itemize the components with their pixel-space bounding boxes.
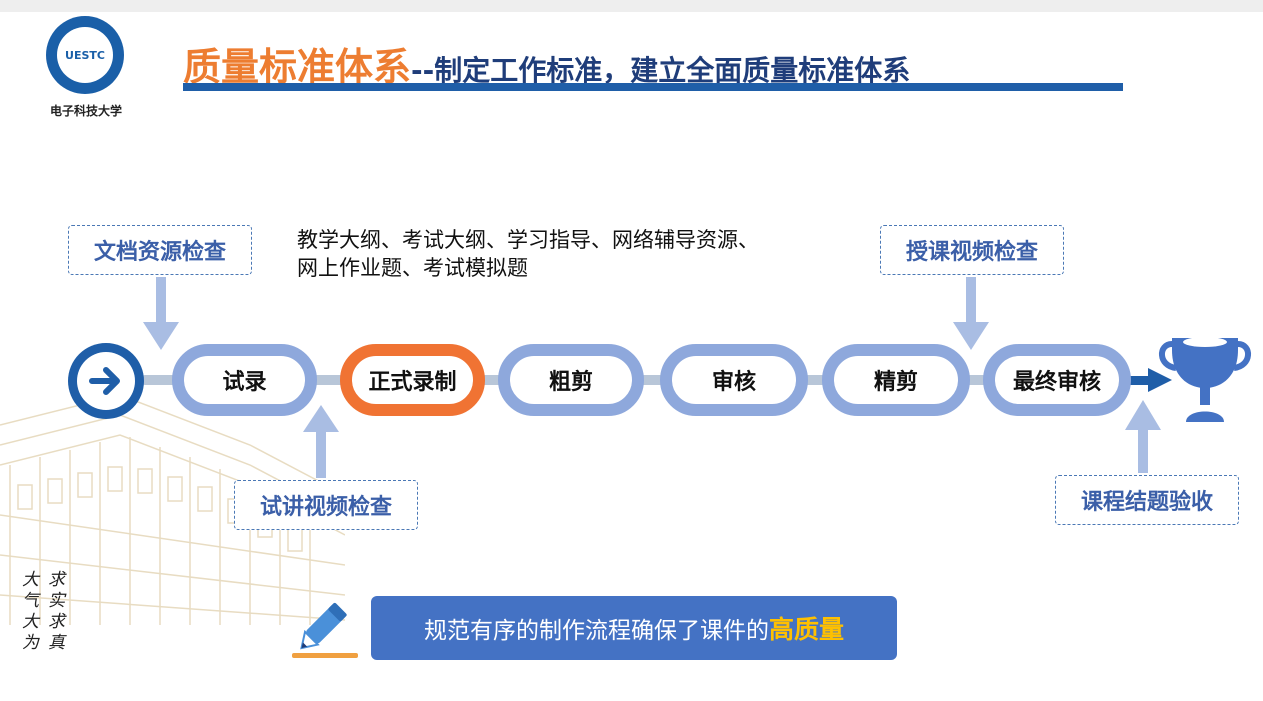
materials-note: 教学大纲、考试大纲、学习指导、网络辅导资源、 网上作业题、考试模拟题 [297, 226, 857, 282]
arrow-shaft-doc [156, 277, 166, 325]
arrow-shaft-trial [316, 428, 326, 478]
top-strip [0, 0, 1263, 12]
start-node [68, 343, 144, 419]
materials-note-line1: 教学大纲、考试大纲、学习指导、网络辅导资源、 [297, 228, 759, 252]
chain-connector [795, 375, 835, 385]
arrow-head-trophy [1148, 368, 1172, 392]
arrow-head-lecture [953, 322, 989, 350]
conclusion-highlight: 高质量 [768, 615, 844, 644]
chain-connector [305, 375, 351, 385]
arrow-shaft-acceptance [1138, 425, 1148, 473]
calligraphy-col1: 大气大为 [22, 570, 39, 653]
step-rough-cut: 粗剪 [498, 344, 644, 416]
calligraphy-col2: 求实求真 [48, 570, 65, 653]
step-final-review: 最终审核 [983, 344, 1131, 416]
page-title: 质量标准体系--制定工作标准，建立全面质量标准体系 [183, 36, 910, 91]
logo-emblem-text: UESTC [57, 27, 113, 83]
university-logo: UESTC 电子科技大学 [40, 16, 130, 126]
arrow-shaft-trophy [1120, 376, 1150, 385]
callout-trial-video-check: 试讲视频检查 [234, 480, 418, 530]
title-main: 质量标准体系 [183, 45, 412, 89]
chain-connector [633, 375, 673, 385]
chain-connector [140, 375, 180, 385]
step-trial-recording: 试录 [172, 344, 317, 416]
callout-doc-check: 文档资源检查 [68, 225, 252, 275]
chain-connector [473, 375, 511, 385]
title-underline [183, 83, 1123, 91]
callout-acceptance: 课程结题验收 [1055, 475, 1239, 525]
step-fine-cut: 精剪 [822, 344, 970, 416]
arrow-right-icon [89, 367, 120, 395]
arrow-shaft-lecture [966, 277, 976, 325]
calligraphy-motto: 大气大为 求实求真 [22, 570, 78, 654]
chain-connector [958, 375, 996, 385]
arrow-head-trial [303, 405, 339, 432]
arrow-head-acceptance [1125, 400, 1161, 430]
materials-note-line2: 网上作业题、考试模拟题 [297, 256, 528, 280]
callout-lecture-video-check: 授课视频检查 [880, 225, 1064, 275]
conclusion-banner: 规范有序的制作流程确保了课件的高质量 [371, 596, 897, 660]
title-sub: --制定工作标准，建立全面质量标准体系 [411, 54, 911, 87]
conclusion-text: 规范有序的制作流程确保了课件的 [423, 618, 769, 644]
logo-university-name: 电子科技大学 [49, 104, 122, 118]
step-formal-recording: 正式录制 [340, 344, 485, 416]
trophy-icon [1159, 337, 1251, 422]
step-review: 审核 [660, 344, 808, 416]
logo-emblem: UESTC [46, 16, 124, 94]
pencil-icon [292, 602, 358, 658]
arrow-head-doc [143, 322, 179, 350]
